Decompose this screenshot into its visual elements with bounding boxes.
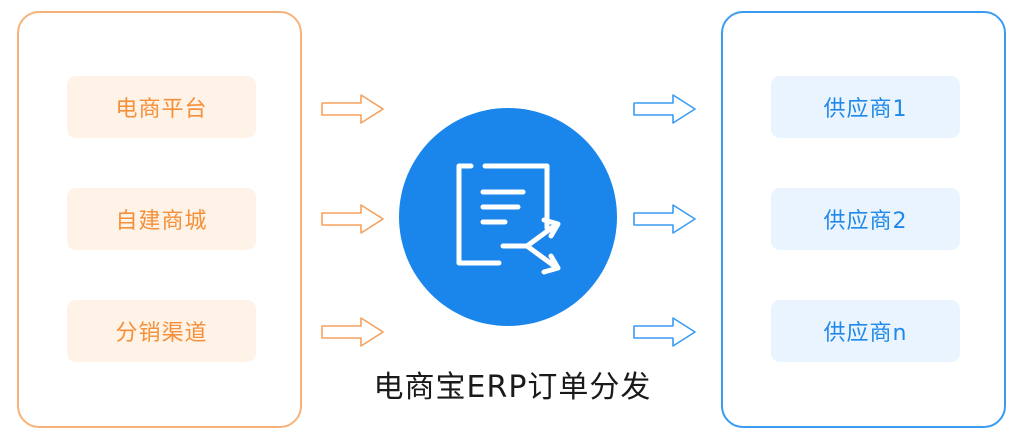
source-chip: 电商平台 — [67, 76, 256, 138]
erp-hub — [399, 108, 617, 326]
supplier-chip: 供应商1 — [771, 76, 960, 138]
supplier-chip: 供应商2 — [771, 188, 960, 250]
suppliers-panel: 供应商1 供应商2 供应商n — [721, 11, 1006, 428]
diagram-caption: 电商宝ERP订单分发 — [373, 370, 652, 405]
supplier-chip: 供应商n — [771, 300, 960, 362]
flow-arrow-icon — [633, 94, 696, 124]
sources-panel: 电商平台 自建商城 分销渠道 — [17, 11, 302, 428]
flow-arrow-icon — [321, 94, 384, 124]
source-chip: 分销渠道 — [67, 300, 256, 362]
flow-arrow-icon — [633, 204, 696, 234]
order-dispatch-icon — [456, 163, 561, 275]
flow-arrow-icon — [321, 317, 384, 347]
flow-arrow-icon — [633, 317, 696, 347]
source-chip: 自建商城 — [67, 188, 256, 250]
flow-arrow-icon — [321, 204, 384, 234]
